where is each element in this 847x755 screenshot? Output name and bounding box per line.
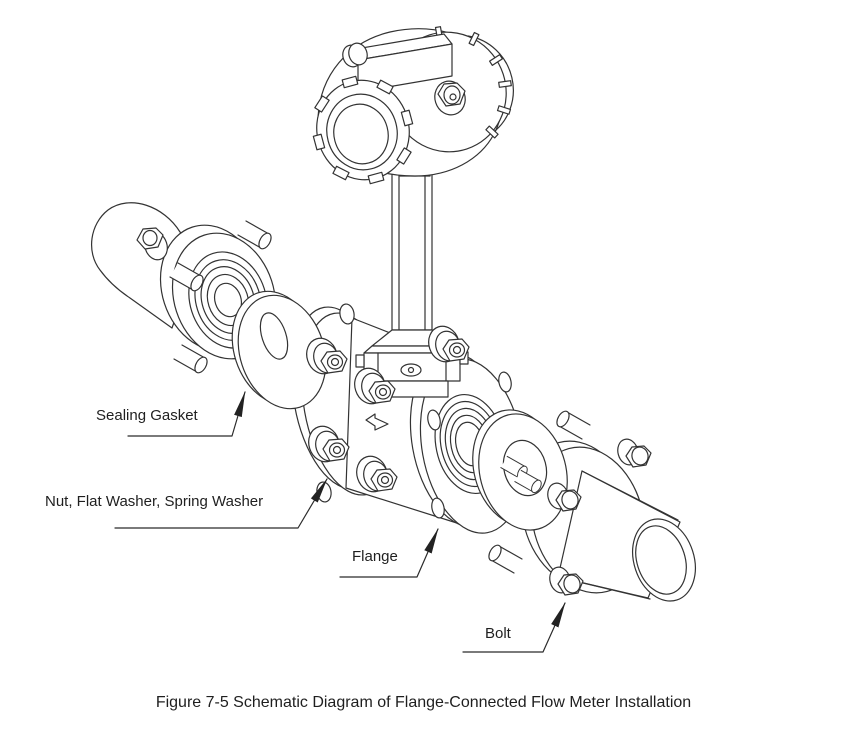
leader-nut-washer <box>114 478 328 529</box>
gasket-bore <box>259 312 289 360</box>
callout-leaders <box>114 391 566 653</box>
downstream-stud-left <box>485 542 523 574</box>
label-sealing-gasket: Sealing Gasket <box>96 407 198 424</box>
bolt-1 <box>614 436 652 468</box>
label-flange: Flange <box>352 548 398 565</box>
upstream-flange-hex-bolt <box>136 227 168 261</box>
leader-flange <box>339 528 439 578</box>
flow-direction-arrow <box>365 413 389 431</box>
sealing-gasket-right <box>472 409 568 531</box>
pipe-mouth-inner <box>635 525 687 595</box>
neck-column <box>391 171 433 331</box>
transmitter-housing <box>312 26 514 185</box>
leader-sealing-gasket <box>127 391 246 437</box>
meter-neck <box>355 171 469 398</box>
display-bezel <box>312 75 414 185</box>
downstream-pipe-assembly <box>485 408 696 602</box>
leader-bolt <box>462 602 566 653</box>
label-bolt: Bolt <box>485 625 511 642</box>
display-window <box>333 103 389 165</box>
conduit-gland <box>434 80 466 116</box>
figure-caption: Figure 7-5 Schematic Diagram of Flange-C… <box>155 694 692 711</box>
label-nut-flat-washer-spring-washer: Nut, Flat Washer, Spring Washer <box>45 493 264 510</box>
sealing-gasket-left <box>231 290 327 410</box>
downstream-stud-top <box>553 408 591 440</box>
